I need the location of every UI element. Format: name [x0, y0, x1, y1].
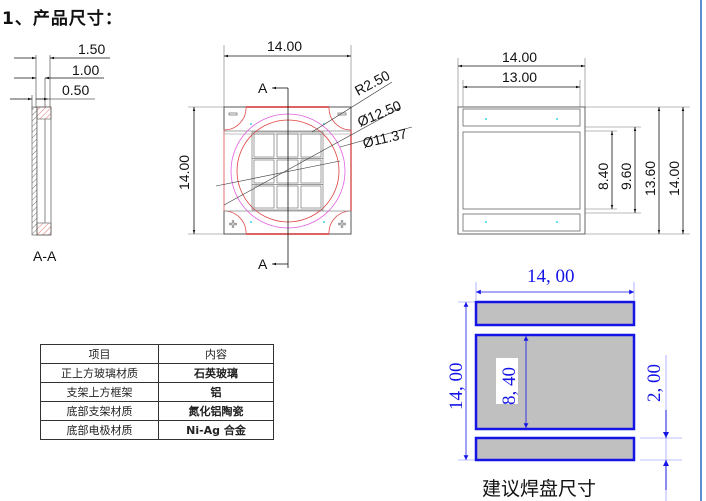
materials-table: 项目 内容 正上方玻璃材质 石英玻璃 支架上方框架 铝 底部支架材质 氮化铝陶瓷… — [40, 344, 274, 440]
bottom-view: 14.00 13.00 8.40 9.60 13.60 14.00 — [457, 49, 690, 235]
section-label: A-A — [33, 248, 57, 264]
row-value: 氮化铝陶瓷 — [158, 401, 274, 421]
page-right-border — [700, 0, 702, 501]
radius-dim: R2.50 — [352, 67, 393, 99]
dim-8-40: 8.40 — [595, 163, 611, 190]
section-dim-0-50: 0.50 — [62, 82, 89, 98]
dim-13-60: 13.60 — [642, 161, 658, 196]
table-row: 底部电极材质 Ni-Ag 合金 — [40, 420, 274, 440]
center-pad-dim: 8, 40 — [499, 367, 520, 405]
section-title: 1、产品尺寸： — [2, 9, 123, 29]
row-value: 铝 — [158, 382, 274, 402]
row-item: 底部电极材质 — [40, 420, 159, 440]
table-row: 正上方玻璃材质 石英玻璃 — [40, 363, 274, 383]
row-item: 支架上方框架 — [40, 382, 159, 402]
section-dim-1-50: 1.50 — [78, 41, 105, 57]
row-item: 底部支架材质 — [40, 401, 159, 421]
top-view: 14.00 14.00 — [176, 38, 413, 272]
section-marker-bottom: A — [258, 256, 268, 272]
pad-width-dim: 14, 00 — [527, 266, 575, 287]
row-value: 石英玻璃 — [158, 363, 274, 383]
top-height-dim: 14.00 — [176, 155, 192, 190]
gap-dim: 2, 00 — [644, 364, 665, 402]
pad-height-dim: 14, 00 — [446, 363, 467, 411]
header-content: 内容 — [158, 344, 274, 364]
bottom-inner-width-dim: 13.00 — [502, 69, 537, 85]
row-value: Ni-Ag 合金 — [158, 420, 274, 440]
header-item: 项目 — [40, 344, 159, 364]
section-marker-top: A — [258, 80, 268, 96]
table-header-row: 项目 内容 — [40, 344, 274, 364]
bottom-outer-width-dim: 14.00 — [502, 49, 537, 65]
pad-caption: 建议焊盘尺寸 — [482, 478, 597, 500]
table-row: 支架上方框架 铝 — [40, 382, 274, 402]
top-width-dim: 14.00 — [267, 38, 302, 54]
row-item: 正上方玻璃材质 — [40, 363, 159, 383]
pad-layout: 14, 00 14, 00 8, 40 2, 00 — [446, 266, 682, 501]
dim-14-00: 14.00 — [666, 161, 682, 196]
outer-circle-dim: Ø12.50 — [355, 97, 404, 130]
inner-circle-dim: Ø11.37 — [361, 125, 409, 151]
section-view: 1.50 1.00 0.50 A-A — [10, 41, 110, 264]
dim-9-60: 9.60 — [618, 163, 634, 190]
table-row: 底部支架材质 氮化铝陶瓷 — [40, 401, 274, 421]
section-dim-1-00: 1.00 — [72, 62, 99, 78]
